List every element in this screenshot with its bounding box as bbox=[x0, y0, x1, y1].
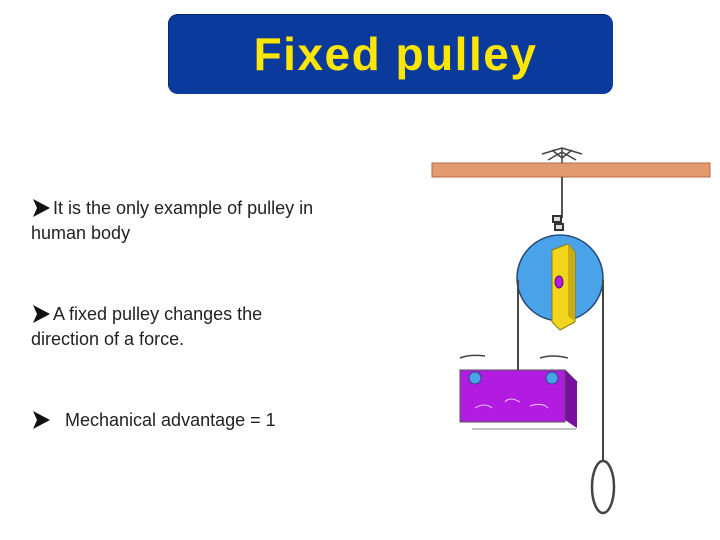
bullet-item-3: Mechanical advantage = 1 bbox=[31, 408, 351, 433]
ceiling-beam bbox=[431, 162, 711, 178]
hook-icon bbox=[552, 215, 564, 231]
bullet-2-line-2: direction of a force. bbox=[31, 329, 185, 349]
bullet-item-2: A fixed pulley changes the direction of … bbox=[31, 302, 351, 352]
load-box bbox=[458, 369, 579, 430]
title-banner: Fixed pulley bbox=[168, 14, 613, 94]
bullet-1-line-1: It is the only example of pulley in bbox=[53, 198, 314, 218]
bullet-item-1: It is the only example of pulley in huma… bbox=[31, 196, 391, 246]
ceiling-knot-icon bbox=[541, 147, 583, 163]
bullet-2-line-1: A fixed pulley changes the bbox=[53, 304, 263, 324]
slide-title: Fixed pulley bbox=[253, 28, 538, 80]
arrow-bullet-icon bbox=[31, 198, 51, 225]
pulley-axle bbox=[554, 275, 564, 289]
arrow-bullet-icon bbox=[31, 410, 51, 437]
bullet-3-line-1: Mechanical advantage = 1 bbox=[65, 410, 276, 430]
arrow-bullet-icon bbox=[31, 304, 51, 331]
bullet-1-line-2: human body bbox=[31, 223, 131, 243]
pull-ring bbox=[590, 459, 616, 515]
fixed-pulley-diagram-icon bbox=[431, 147, 711, 515]
